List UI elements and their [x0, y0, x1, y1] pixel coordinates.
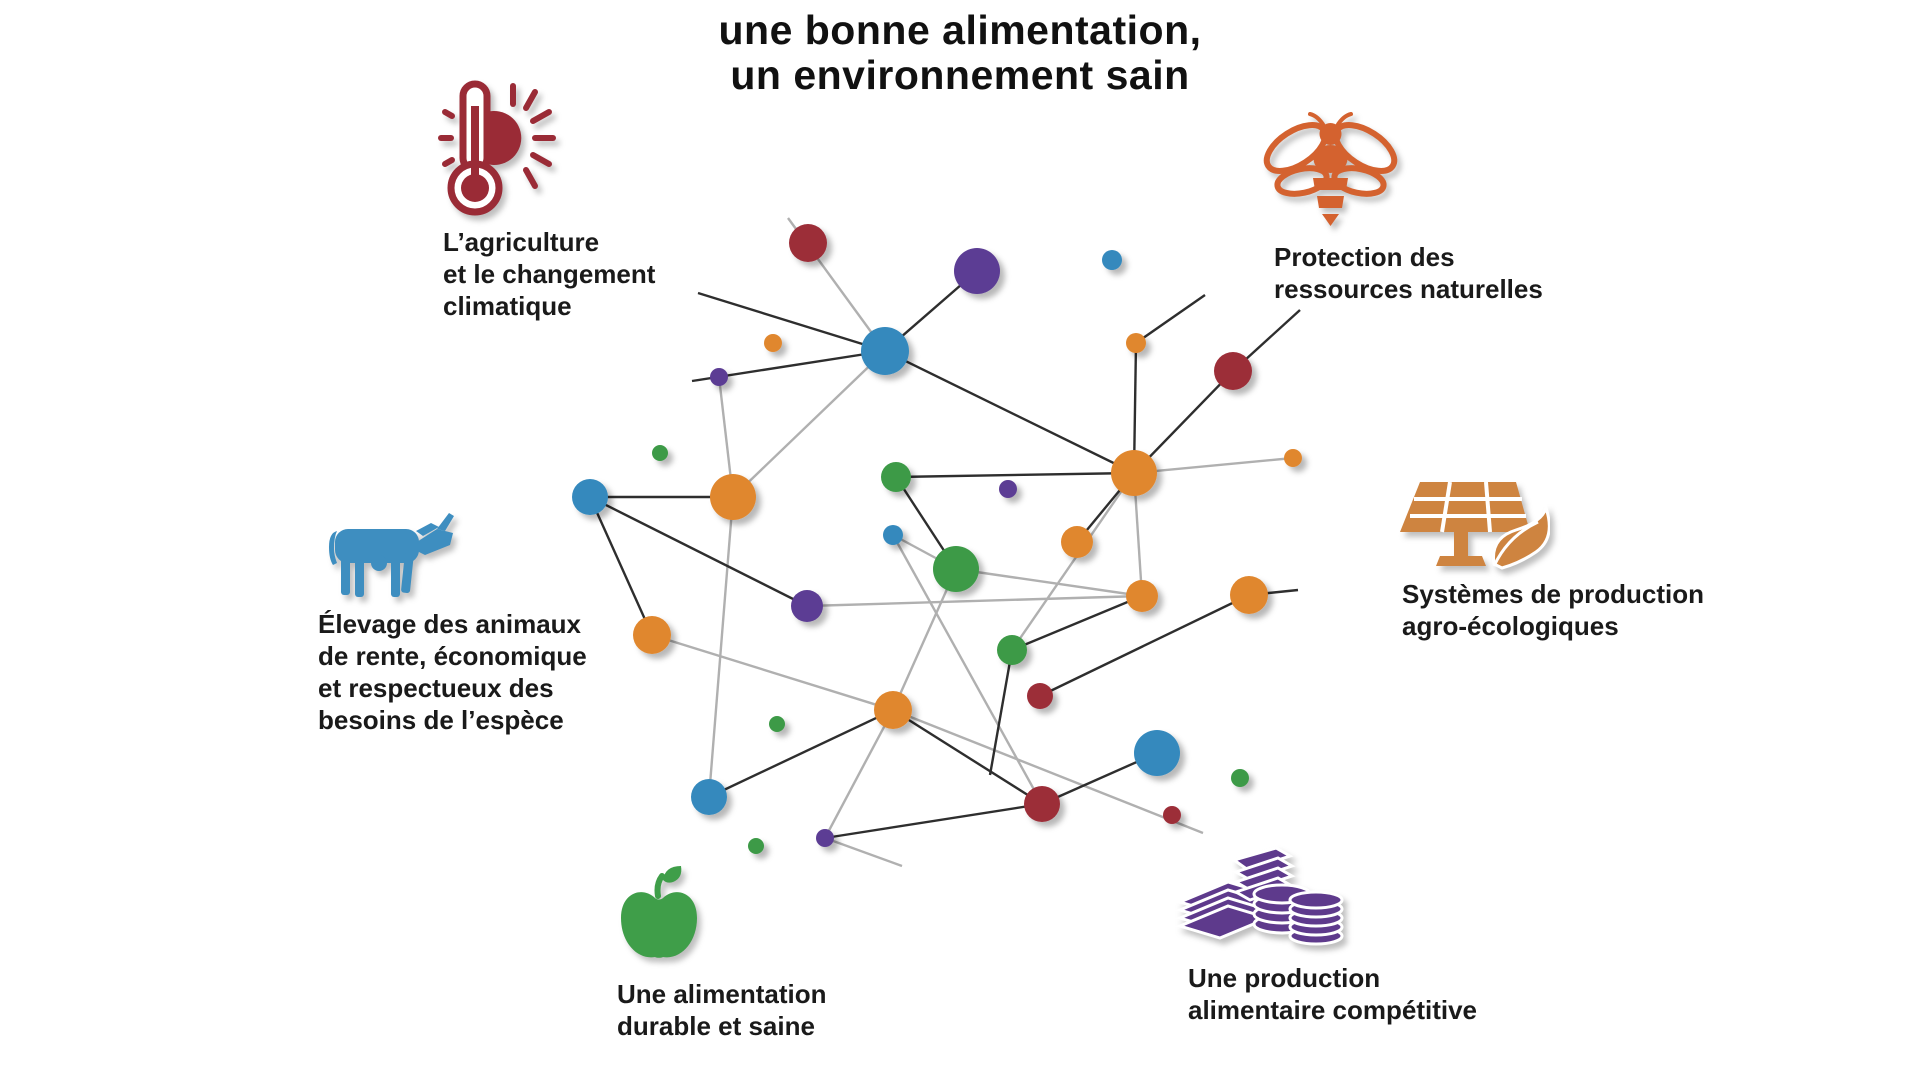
network-node-blue: [691, 779, 727, 815]
network-edge: [806, 594, 1143, 608]
network-node-purple: [816, 829, 834, 847]
network-edge: [651, 633, 894, 712]
network-node-orange: [1126, 580, 1158, 612]
network-nodes: [572, 224, 1302, 854]
network-edge: [892, 708, 1043, 806]
network-edge: [988, 649, 1014, 776]
network-node-green: [997, 635, 1027, 665]
label-protection-ressources: Protection des ressources naturelles: [1274, 242, 1543, 304]
network-edge: [589, 495, 808, 608]
network-edge: [823, 709, 895, 839]
network-edge: [824, 802, 1043, 840]
network-edge: [708, 708, 894, 799]
network-node-blue: [883, 525, 903, 545]
page-title: une bonne alimentation, un environnement…: [718, 7, 1202, 98]
network-node-blue: [861, 327, 909, 375]
network-node-red: [1027, 683, 1053, 709]
network-edge: [707, 496, 735, 798]
network-edge: [1011, 472, 1135, 651]
network-node-orange: [1230, 576, 1268, 614]
network-node-orange: [874, 691, 912, 729]
network-node-blue: [572, 479, 608, 515]
network-node-blue: [1134, 730, 1180, 776]
network-edge: [1133, 370, 1234, 474]
bee-icon: [1263, 112, 1398, 226]
solar-panel-leaf-icon: [1400, 481, 1550, 570]
network-node-orange: [710, 474, 756, 520]
label-systemes-production: Systèmes de production agro-écologiques: [1402, 579, 1704, 641]
network-node-green: [748, 838, 764, 854]
network-node-purple: [999, 480, 1017, 498]
network-edge: [955, 567, 1143, 598]
network-edge: [1039, 593, 1250, 698]
network-node-red: [1163, 806, 1181, 824]
network-edge: [1011, 594, 1143, 652]
network-node-orange: [1126, 333, 1146, 353]
network-node-purple: [710, 368, 728, 386]
network-edges: [588, 217, 1301, 868]
network-edge: [697, 291, 886, 353]
network-node-purple: [954, 248, 1000, 294]
network-node-orange: [1284, 449, 1302, 467]
network-node-orange: [764, 334, 782, 352]
network-edge: [824, 836, 903, 868]
network-node-red: [1214, 352, 1252, 390]
network-node-green: [933, 546, 979, 592]
network-node-red: [789, 224, 827, 262]
network-edge: [588, 496, 654, 636]
network-node-green: [652, 445, 668, 461]
network-node-green: [769, 716, 785, 732]
network-node-orange: [1111, 450, 1157, 496]
cow-icon: [329, 513, 454, 597]
label-alimentation-durable: Une alimentation durable et saine: [617, 979, 827, 1041]
network-edge: [895, 471, 1135, 479]
label-production-competitive: Une production alimentaire compétitive: [1188, 963, 1477, 1025]
network-node-purple: [791, 590, 823, 622]
apple-icon: [621, 866, 697, 958]
network-edge: [891, 568, 958, 711]
label-agriculture-climat: L’agriculture et le changement climatiqu…: [443, 227, 656, 321]
network-node-green: [1231, 769, 1249, 787]
network-node-red: [1024, 786, 1060, 822]
network-node-green: [881, 462, 911, 492]
money-stacks-icon: [1175, 846, 1344, 946]
network-edge: [1133, 456, 1294, 475]
network-node-orange: [633, 616, 671, 654]
network-node-blue: [1102, 250, 1122, 270]
network-edge: [732, 350, 886, 498]
network-edge: [892, 708, 1204, 835]
label-elevage-animaux: Élevage des animaux de rente, économique…: [318, 609, 587, 735]
network-node-orange: [1061, 526, 1093, 558]
thermometer-sun-icon: [438, 80, 556, 216]
network-edge: [1135, 294, 1206, 344]
network-edge: [884, 349, 1135, 475]
